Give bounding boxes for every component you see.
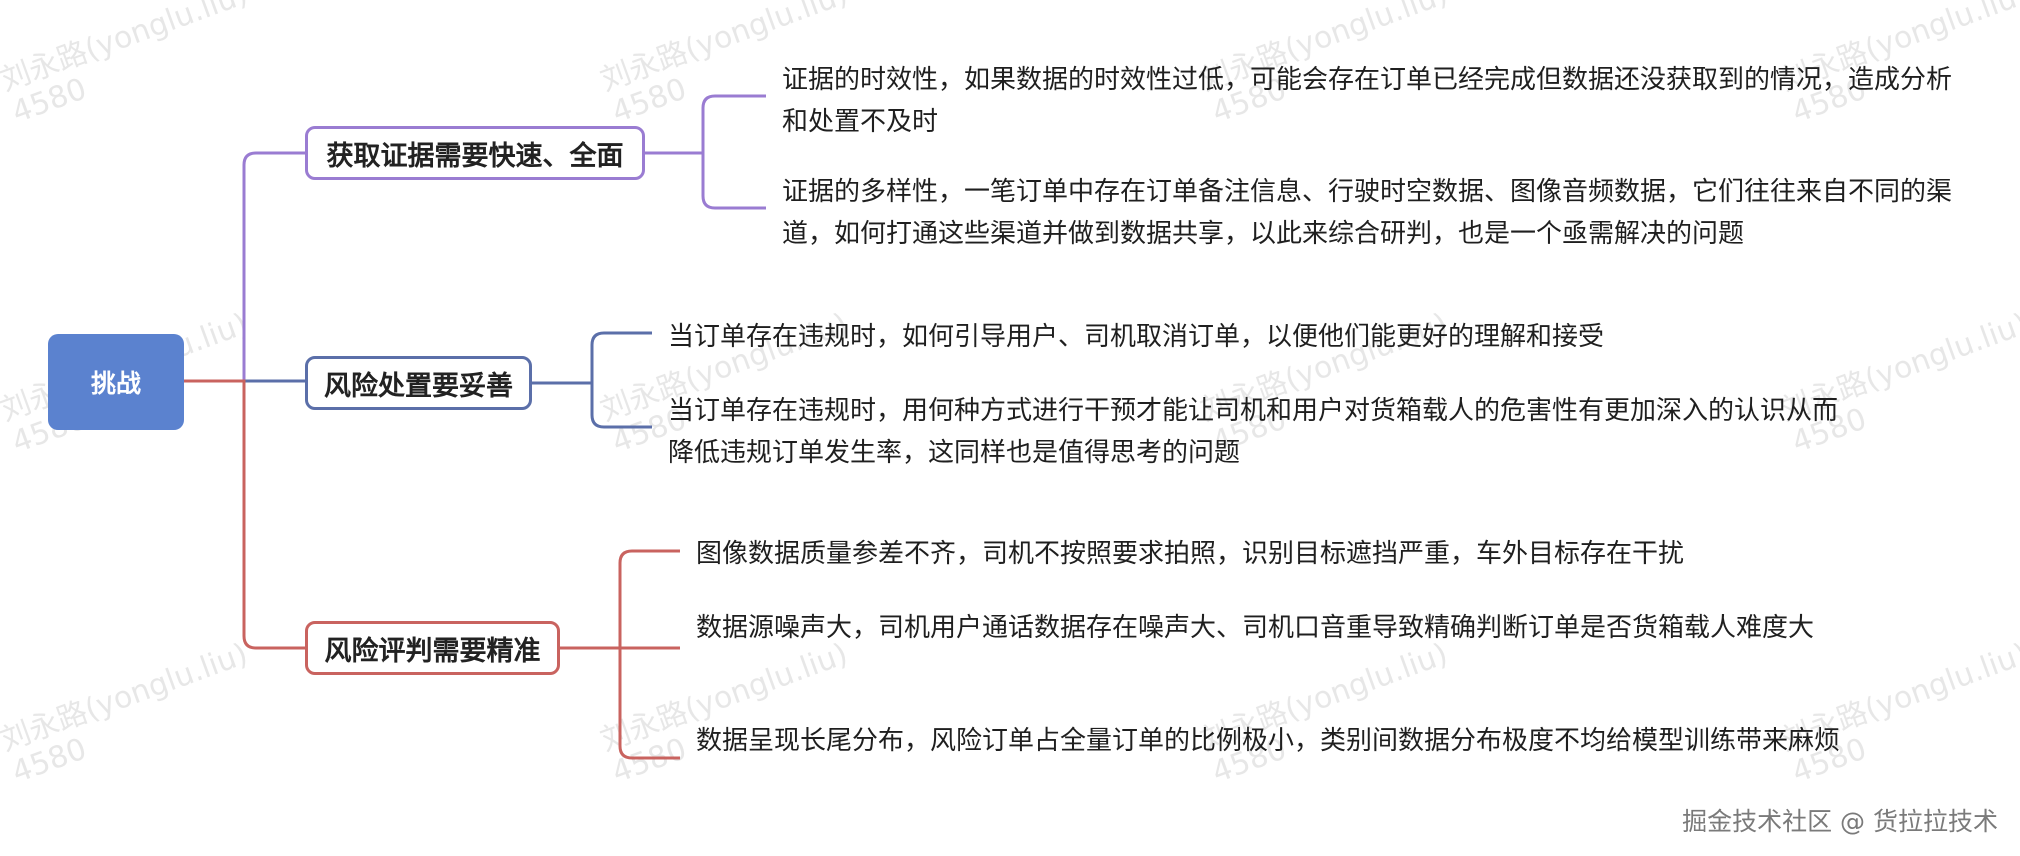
connector-b1-leaf1 (645, 94, 766, 155)
leaf-text: 当订单存在违规时，如何引导用户、司机取消订单，以便他们能更好的理解和接受 (668, 322, 1605, 352)
connector-root-branch1 (184, 151, 305, 383)
leaf-text: 数据呈现长尾分布，风险订单占全量订单的比例极小，类别间数据分布极度不均给模型训练… (696, 726, 1841, 756)
footer-credit: 掘金技术社区 @ 货拉拉技术 (1682, 807, 1998, 836)
branch-node-handling: 风险处置要妥善 (305, 356, 532, 410)
connector-root-branch3 (184, 379, 305, 650)
connector-b3-leaf1 (560, 549, 680, 650)
leaf-text: 证据的多样性，一笔订单中存在订单备注信息、行驶时空数据、图像音频数据，它们往往来… (782, 177, 1953, 249)
root-node: 挑战 (48, 334, 184, 430)
leaf-text: 数据源噪声大，司机用户通话数据存在噪声大、司机口音重导致精确判断订单是否货箱载人… (696, 613, 1815, 643)
connector-b2-leaf2 (532, 381, 652, 429)
connector-b3-leaf3 (560, 646, 680, 760)
leaf-text: 证据的时效性，如果数据的时效性过低，可能会存在订单已经完成但数据还没获取到的情况… (782, 65, 1953, 137)
connector-b2-leaf1 (532, 331, 652, 385)
leaf-text: 图像数据质量参差不齐，司机不按照要求拍照，识别目标遮挡严重，车外目标存在干扰 (696, 539, 1685, 569)
branch-node-judgement: 风险评判需要精准 (305, 621, 560, 675)
connector-b1-leaf2 (645, 151, 766, 210)
branch-node-evidence: 获取证据需要快速、全面 (305, 126, 645, 180)
leaf-text: 当订单存在违规时，用何种方式进行干预才能让司机和用户对货箱载人的危害性有更加深入… (668, 396, 1839, 468)
